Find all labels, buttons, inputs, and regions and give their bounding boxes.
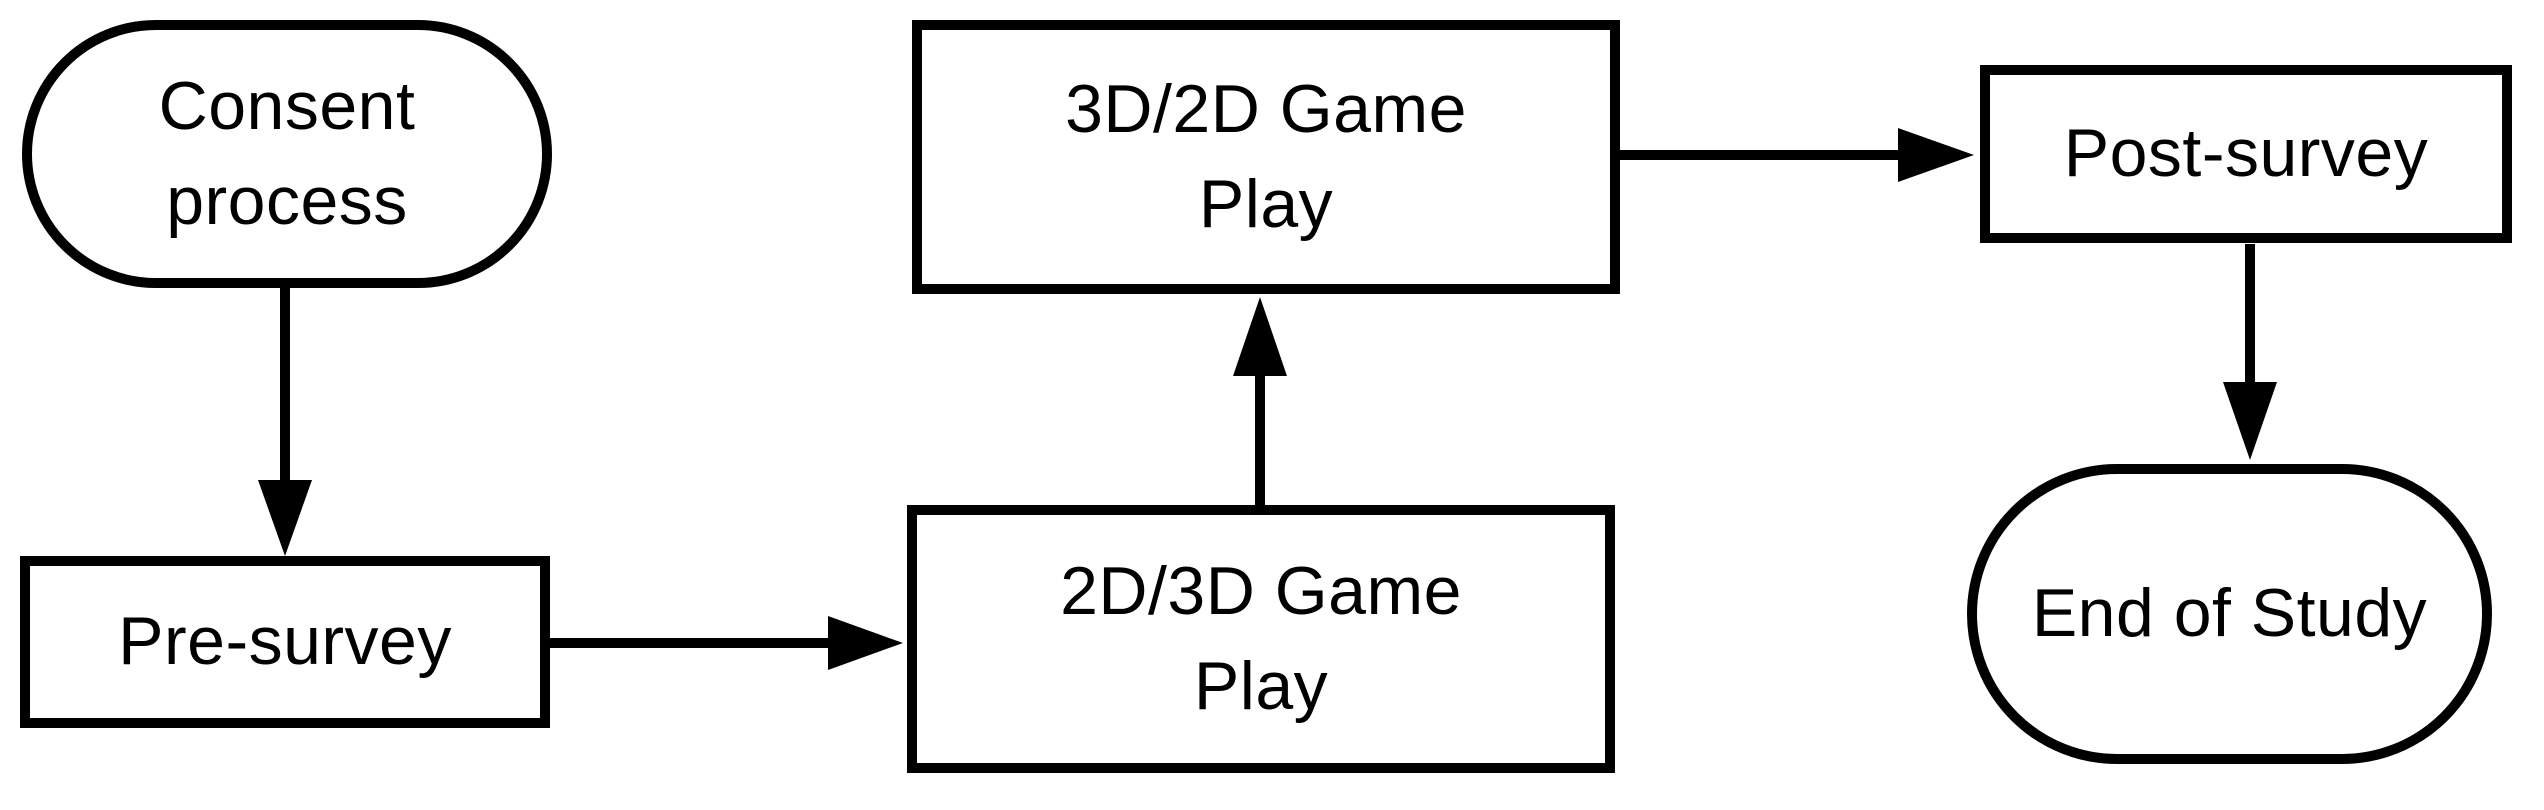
arrow-postsurvey-to-end — [2223, 244, 2277, 460]
node-pre-survey-label: Pre-survey — [118, 603, 452, 680]
arrowhead-down-icon — [2223, 382, 2277, 460]
arrow-3d2d-to-postsurvey — [1617, 128, 1974, 182]
node-post-survey-label: Post-survey — [2063, 115, 2429, 192]
arrowhead-right-icon — [1898, 128, 1974, 182]
node-end-of-study-label: End of Study — [2031, 575, 2428, 652]
arrow-2d3d-to-3d2d — [1233, 297, 1287, 508]
node-pre-survey: Pre-survey — [20, 556, 550, 728]
node-consent-process-label: Consent process — [158, 67, 416, 239]
node-2d3d-game-play: 2D/3D Game Play — [907, 505, 1615, 773]
arrowhead-down-icon — [258, 480, 312, 556]
arrowhead-right-icon — [828, 616, 903, 670]
node-end-of-study: End of Study — [1967, 464, 2492, 764]
node-post-survey: Post-survey — [1980, 65, 2512, 243]
node-2d3d-game-play-label: 2D/3D Game Play — [1060, 552, 1462, 724]
node-3d2d-game-play-label: 3D/2D Game Play — [1065, 70, 1467, 242]
arrowhead-up-icon — [1233, 297, 1287, 376]
node-3d2d-game-play: 3D/2D Game Play — [912, 20, 1620, 294]
node-consent-process: Consent process — [22, 20, 552, 288]
arrow-consent-to-presurvey — [258, 288, 312, 556]
arrow-presurvey-to-2d3d — [550, 616, 903, 670]
